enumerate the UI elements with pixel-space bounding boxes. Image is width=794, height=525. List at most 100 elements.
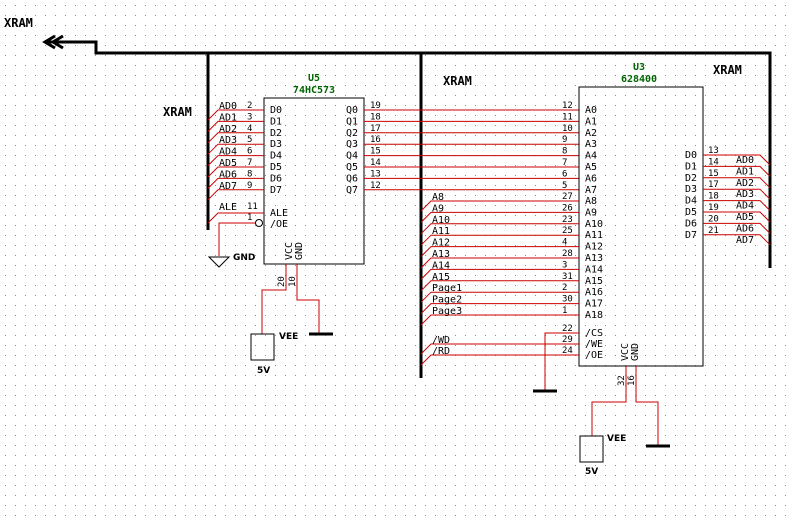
net-label: AD2: [219, 124, 237, 135]
u3-a-wire: [420, 268, 579, 280]
u3-power-pins: VCC GND 32 16: [591, 343, 659, 446]
u3-d-wire: [703, 222, 771, 234]
pin-number: 12: [370, 181, 381, 191]
u3-a-wire: [420, 303, 579, 314]
pin-number: 21: [708, 226, 719, 236]
pin-number: 9: [562, 135, 567, 145]
pin-number: 9: [247, 181, 252, 191]
u3-a-wire: [420, 314, 579, 326]
pin-name: D0: [270, 105, 282, 116]
pin-name: D1: [270, 116, 282, 127]
net-label: /RD: [432, 346, 450, 357]
u5-d-wire: [207, 189, 264, 201]
bus-label-xram-top-left: XRAM: [4, 16, 33, 30]
net-label: A14: [432, 260, 450, 271]
net-label: Page3: [432, 306, 462, 317]
pin-number: 24: [562, 346, 573, 356]
pin-number: 19: [708, 203, 719, 213]
pin-name: Q2: [346, 128, 358, 139]
u3-d-wire: [703, 154, 771, 166]
net-label: AD6: [736, 223, 754, 234]
u5-vcc-pin-name: VCC: [284, 242, 295, 260]
u3-d-wire: [703, 211, 771, 223]
pin-name: A6: [585, 173, 597, 184]
pin-name: D4: [270, 151, 282, 162]
vee-source-icon: [250, 333, 275, 361]
u3-d-wire: [703, 234, 771, 246]
pin-name: D0: [685, 150, 697, 161]
pin-number: 8: [562, 147, 567, 157]
gnd-label: GND: [233, 253, 255, 263]
net-label: AD7: [219, 181, 237, 192]
pin-number: 7: [562, 158, 567, 168]
pin-number: 28: [562, 249, 573, 259]
u5-gnd-pin-number: 10: [288, 276, 298, 287]
net-label: AD0: [219, 101, 237, 112]
pin-name: D3: [270, 139, 282, 150]
pin-name: Q6: [346, 173, 358, 184]
u3-gnd-pin-number: 16: [627, 375, 637, 386]
pin-number: 16: [370, 135, 381, 145]
u5-d-wire: [207, 155, 264, 166]
net-label: A10: [432, 215, 450, 226]
pin-number: 22: [562, 324, 573, 334]
pin-name: D3: [685, 184, 697, 195]
net-label-ale: ALE: [219, 202, 237, 213]
u5-oe-pin-number: 1: [247, 213, 252, 223]
u3-vee-label: VEE: [607, 434, 626, 444]
u5-d-wire: [207, 120, 264, 132]
pin-name: A14: [585, 264, 603, 275]
pin-number: 5: [562, 181, 567, 191]
net-label: AD3: [219, 135, 237, 146]
pin-name: D6: [270, 173, 282, 184]
u3-a-wire: [420, 291, 579, 303]
pin-number: 6: [562, 169, 567, 179]
u3-vcc-pin-number: 32: [617, 375, 627, 386]
pin-number: 17: [708, 180, 719, 190]
pin-number: 29: [562, 335, 573, 345]
u5-ale-pin-number: 11: [247, 202, 258, 212]
u3-d-wire: [703, 177, 771, 189]
pin-number: 13: [370, 169, 381, 179]
pin-number: 20: [708, 214, 719, 224]
pin-number: 18: [370, 112, 381, 122]
u5-ale-pin-name: ALE: [270, 208, 288, 219]
net-label: A15: [432, 272, 450, 283]
u5-gnd-pin-name: GND: [294, 242, 305, 260]
pin-name: Q4: [346, 151, 358, 162]
pin-name: A3: [585, 139, 597, 150]
pin-number: 27: [562, 192, 573, 202]
u3-vcc-pin-name: VCC: [620, 343, 631, 361]
u3-part: 628400: [621, 74, 657, 85]
net-label: AD7: [736, 235, 754, 246]
pin-number: 15: [370, 147, 381, 157]
pin-number: 1: [562, 306, 567, 316]
u5-ref: U5: [308, 73, 320, 84]
pin-number: 10: [562, 124, 573, 134]
pin-number: 18: [708, 192, 719, 202]
u5-vee-label: VEE: [279, 332, 298, 342]
bus-label-xram-right: XRAM: [713, 63, 742, 77]
pin-number: 25: [562, 226, 573, 236]
pin-name: D7: [270, 185, 282, 196]
net-label: AD2: [736, 178, 754, 189]
u5-ale-pin: ALE 11 ALE: [207, 202, 288, 224]
pin-number: 8: [247, 169, 252, 179]
u3-vee-supply: VEE 5V: [579, 434, 670, 477]
pin-name: A9: [585, 207, 597, 218]
pin-name: A11: [585, 230, 603, 241]
net-label: AD5: [219, 158, 237, 169]
pin-number: 30: [562, 295, 573, 305]
xram-bus: [45, 40, 772, 378]
u5-d-wire: [207, 177, 264, 189]
pin-name: /CS: [585, 328, 603, 339]
u3-a-wire: [420, 257, 579, 269]
